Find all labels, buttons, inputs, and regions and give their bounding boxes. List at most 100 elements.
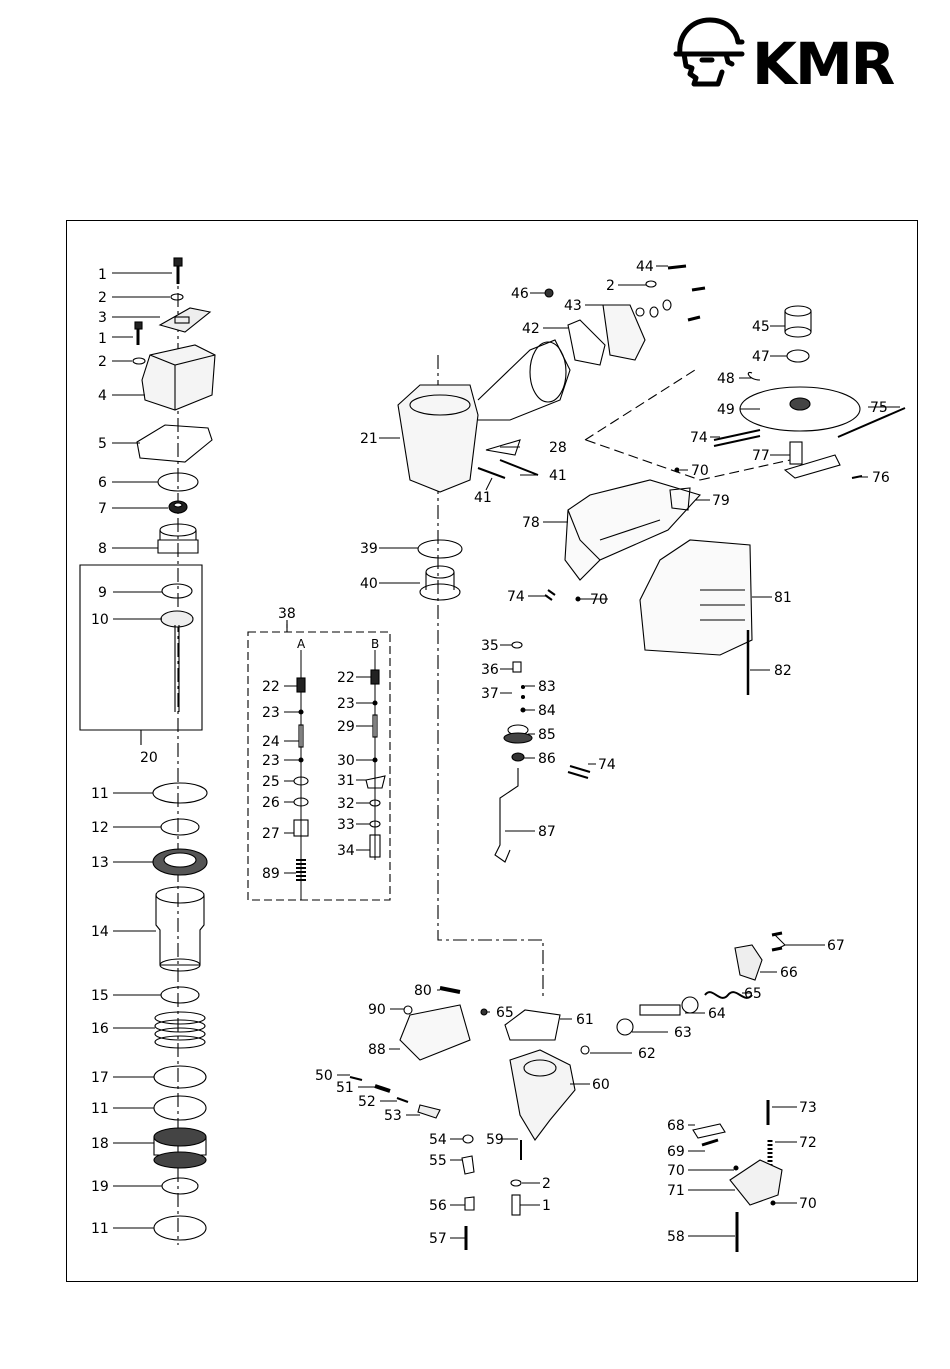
part-45-knob [784,305,812,338]
part-labels: 1 2 3 1 2 4 5 6 7 8 9 10 20 11 12 13 14 … [91,259,890,1247]
part-36-bushing [512,661,522,673]
label-58: 58 [667,1229,685,1245]
part-1-screw [173,257,183,284]
label-74: 74 [690,430,708,446]
leader-lines [112,265,900,1239]
part-16-spring [154,1011,206,1049]
label-67: 67 [827,938,845,954]
part-83-84-balls [520,684,526,713]
label-70: 70 [799,1196,817,1212]
part-17-o-ring [153,1065,207,1089]
part-60-nose-body [509,1049,576,1141]
part-3-plate [158,307,212,333]
part-70-pin-c [733,1165,739,1171]
part-50-pin [349,1076,363,1081]
label-78: 78 [522,515,540,531]
part-35-washer [511,641,523,649]
label-3: 3 [98,310,107,326]
part-7-bearing [168,500,188,514]
label-66: 66 [780,965,798,981]
part-9-o-ring [161,583,193,599]
part-65-pin [480,1008,488,1016]
label-53: 53 [384,1108,402,1124]
part-13-bumper [152,848,208,876]
label-79: 79 [712,493,730,509]
label-25: 25 [262,774,280,790]
part-washers [635,280,672,318]
label-2: 2 [542,1176,551,1192]
part-90-nut [403,1005,413,1015]
label-47: 47 [752,349,770,365]
label-B: B [371,637,379,651]
label-73: 73 [799,1100,817,1116]
part-68-lever [692,1123,726,1139]
label-81: 81 [774,590,792,606]
label-90: 90 [368,1002,386,1018]
label-14: 14 [91,924,109,940]
part-43-cap [602,304,646,361]
label-1: 1 [98,331,107,347]
label-54: 54 [429,1132,447,1148]
label-22: 22 [262,679,280,695]
label-46: 46 [511,286,529,302]
part-40-seal [419,565,461,601]
label-64: 64 [708,1006,726,1022]
part-10-piston [160,610,194,712]
label-2: 2 [98,354,107,370]
label-31: 31 [337,773,355,789]
label-74: 74 [598,757,616,773]
part-52-pin [396,1097,409,1103]
part-53-button [417,1104,441,1119]
part-69-spring [701,1138,719,1147]
part-2-washer-b [132,357,146,365]
label-61: 61 [576,1012,594,1028]
part-70-pin [674,467,680,473]
part-81-magazine [639,539,753,656]
label-26: 26 [262,795,280,811]
label-2: 2 [98,290,107,306]
part-77-latch [783,441,841,479]
part-4-cylinder-cap [141,344,216,411]
part-56-clip [464,1196,475,1211]
part-19-o-ring [161,1177,199,1195]
part-21-housing [397,339,571,493]
label-17: 17 [91,1070,109,1086]
part-70-pin-b [575,596,581,602]
label-19: 19 [91,1179,109,1195]
part-14-cylinder [155,886,205,972]
parts-diagram-frame [66,220,918,1282]
label-40: 40 [360,576,378,592]
label-A: A [297,637,306,651]
label-82: 82 [774,663,792,679]
part-1-screw-b [134,321,143,345]
label-13: 13 [91,855,109,871]
part-74-pins-c [567,765,591,779]
label-51: 51 [336,1080,354,1096]
label-86: 86 [538,751,556,767]
label-48: 48 [717,371,735,387]
label-12: 12 [91,820,109,836]
part-54-washer [462,1134,474,1144]
part-11-o-ring-c [153,1215,207,1241]
label-1: 1 [542,1198,551,1214]
label-11: 11 [91,1101,109,1117]
part-15-ring [160,986,200,1004]
label-57: 57 [429,1231,447,1247]
part-51-spring [374,1084,391,1093]
label-74: 74 [507,589,525,605]
label-23: 23 [262,753,280,769]
label-8: 8 [98,541,107,557]
part-85-nut [503,724,533,744]
label-70: 70 [590,592,608,608]
label-18: 18 [91,1136,109,1152]
label-21: 21 [360,431,378,447]
part-41-pins [477,459,539,479]
label-80: 80 [414,983,432,999]
part-5-gasket [136,424,213,463]
part-65-spring [704,991,753,999]
label-44: 44 [636,259,654,275]
label-24: 24 [262,734,280,750]
label-41: 41 [549,468,567,484]
part-80-screw [439,986,461,994]
